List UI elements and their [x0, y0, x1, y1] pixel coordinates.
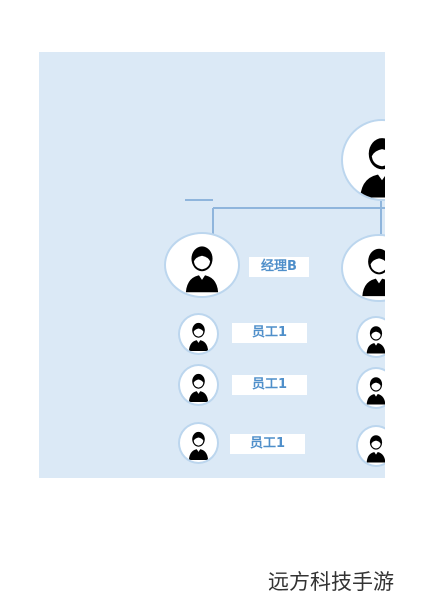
employee-node — [178, 364, 219, 406]
employee-label: 员工1 — [230, 434, 305, 454]
watermark-text: 远方科技手游 — [268, 570, 394, 594]
person-silhouette-icon — [360, 138, 385, 198]
employee-label: 员工1 — [232, 323, 307, 343]
org-chart-panel: 经理B 员工1 员工1 — [39, 52, 385, 478]
employee-label: 员工1 — [232, 375, 307, 395]
person-silhouette-icon — [188, 322, 209, 352]
person-silhouette-icon — [185, 246, 219, 293]
person-silhouette-icon — [366, 435, 385, 463]
employee-node — [178, 422, 219, 464]
employee-node — [178, 313, 219, 355]
person-silhouette-icon — [188, 373, 209, 403]
manager-2-node — [341, 234, 385, 302]
person-silhouette-icon — [188, 431, 209, 461]
manager-b-label: 经理B — [249, 257, 309, 277]
person-silhouette-icon — [366, 326, 385, 354]
person-silhouette-icon — [362, 248, 385, 297]
employee-node — [356, 367, 385, 409]
employee-node — [356, 316, 385, 358]
top-manager-node — [341, 119, 385, 201]
manager-b-node — [164, 232, 240, 298]
person-silhouette-icon — [366, 377, 385, 405]
employee-node — [356, 425, 385, 467]
